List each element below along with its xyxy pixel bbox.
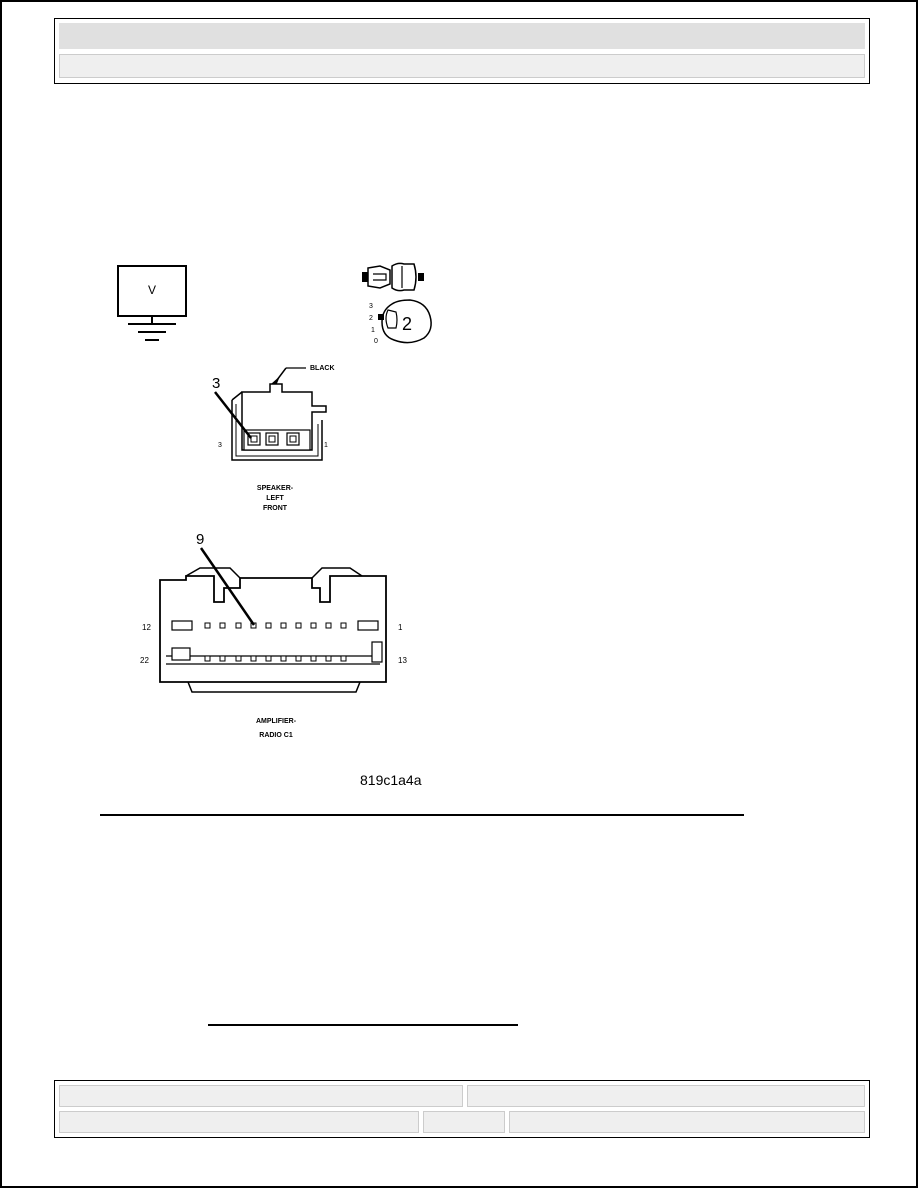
amplifier-pin-row-top: [204, 622, 347, 629]
amplifier-name-2: RADIO C1: [259, 732, 293, 739]
amplifier-pin-bottom-left: 22: [140, 656, 149, 665]
amplifier-connector: 9 12 1 22 13 AMPLIFIER- RADIO C1: [140, 531, 407, 739]
footer-cell-top-left: [59, 1085, 463, 1107]
speaker-color-label: BLACK: [310, 365, 335, 372]
switch-pos-2: 2: [369, 315, 373, 322]
amplifier-pin-top-right: 1: [398, 623, 403, 632]
speaker-callout-number: 3: [212, 375, 220, 392]
amplifier-pin-top-left: 12: [142, 623, 151, 632]
figure-caption: 819c1a4a: [360, 772, 422, 788]
page-footer: [54, 1080, 870, 1138]
test-probe-icon: [362, 262, 424, 292]
amplifier-pin-row-bottom: [204, 655, 347, 662]
speaker-pin-right: 1: [324, 442, 328, 449]
footer-cell-top-right: [467, 1085, 865, 1107]
header-title-bar: [59, 23, 865, 49]
header-subtitle-bar: [59, 54, 865, 78]
voltmeter-label: V: [148, 283, 156, 297]
switch-pos-1: 1: [371, 327, 375, 334]
amplifier-name-1: AMPLIFIER-: [256, 718, 297, 725]
switch-pos-0: 0: [374, 338, 378, 345]
amplifier-callout-number: 9: [196, 531, 204, 548]
voltmeter-icon: V: [117, 265, 187, 341]
switch-pos-3: 3: [369, 303, 373, 310]
switch-setting: 2: [402, 314, 412, 334]
link-underline: [208, 1024, 518, 1026]
speaker-pin-left: 3: [218, 442, 222, 449]
speaker-name-2: LEFT: [266, 495, 284, 502]
figure-divider: [100, 814, 744, 816]
speaker-name-3: FRONT: [263, 505, 288, 512]
speaker-connector: BLACK 3 3 1 SPEAKER- LEFT FRONT: [212, 365, 335, 512]
footer-cell-bottom-left: [59, 1111, 419, 1133]
amplifier-pin-bottom-right: 13: [398, 656, 407, 665]
speaker-name-1: SPEAKER-: [257, 485, 294, 492]
footer-cell-bottom-right: [509, 1111, 865, 1133]
footer-cell-bottom-middle: [423, 1111, 505, 1133]
page-header: [54, 18, 870, 84]
selector-switch-icon: 3 2 1 0 2: [369, 299, 432, 345]
